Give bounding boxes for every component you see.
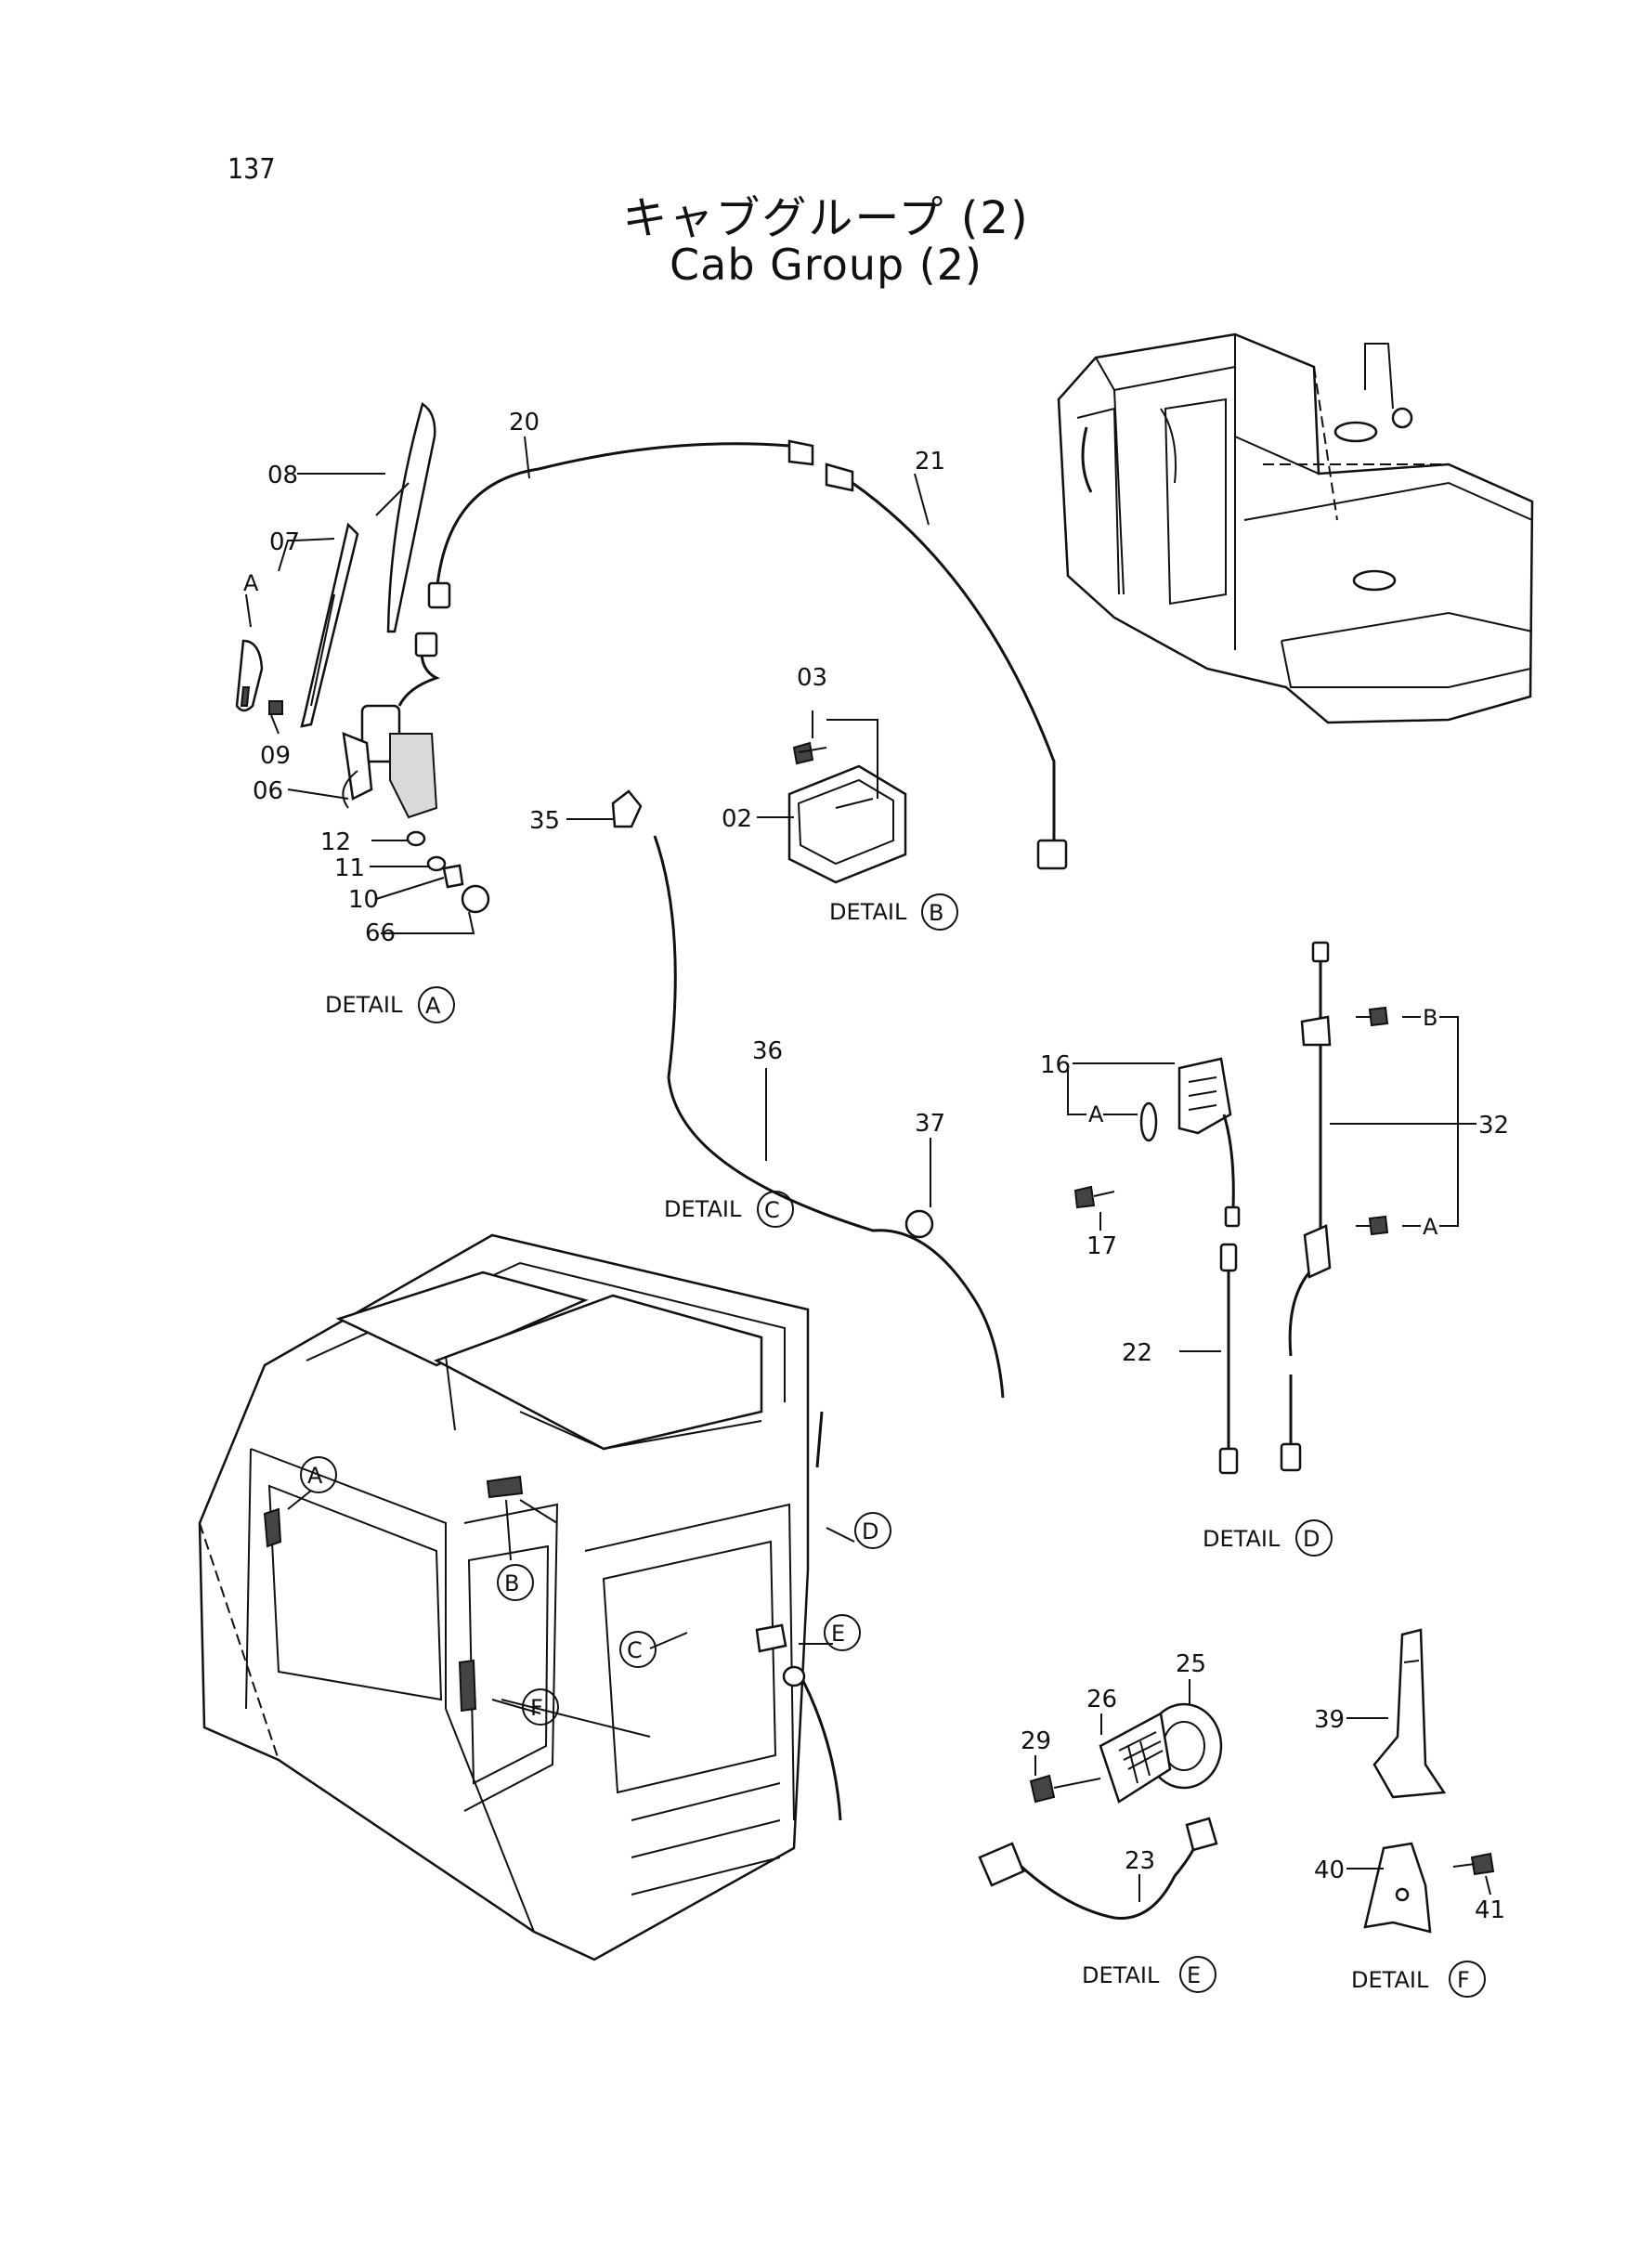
- ref-letter-a-lamp: A: [1088, 1101, 1104, 1127]
- part-number-23: 23: [1125, 1847, 1155, 1875]
- part-number-02: 02: [722, 805, 752, 833]
- detail-f-label: DETAIL: [1351, 1967, 1429, 1993]
- part-number-21: 21: [915, 448, 945, 476]
- part-number-08: 08: [267, 462, 298, 489]
- part-number-11: 11: [334, 854, 365, 882]
- detail-b-dome-light: [757, 710, 907, 884]
- part-number-41: 41: [1475, 1896, 1505, 1924]
- detail-b-letter: B: [929, 900, 943, 926]
- page-title-japanese: キャブグループ (2): [622, 192, 1030, 244]
- part-number-22: 22: [1122, 1339, 1152, 1367]
- part-number-20: 20: [509, 409, 540, 436]
- part-number-25: 25: [1176, 1650, 1206, 1678]
- detail-e-label: DETAIL: [1082, 1962, 1160, 1988]
- detail-d-label: DETAIL: [1203, 1526, 1281, 1552]
- excavator-overview-illustration: [1057, 332, 1534, 724]
- part-number-36: 36: [752, 1037, 783, 1065]
- ref-letter-a: A: [243, 570, 259, 596]
- part-number-66: 66: [365, 919, 396, 947]
- part-number-37: 37: [915, 1110, 945, 1138]
- detail-f-letter: F: [1457, 1967, 1470, 1993]
- ref-letter-b: B: [1423, 1005, 1437, 1031]
- detail-f-door-handle: [1346, 1628, 1495, 1934]
- detail-c-letter: C: [764, 1197, 780, 1223]
- ref-letter-a-antenna: A: [1423, 1214, 1438, 1240]
- part-number-40: 40: [1314, 1857, 1345, 1884]
- detail-a-label: DETAIL: [325, 992, 403, 1018]
- cab-marker-d: D: [862, 1518, 878, 1544]
- part-number-26: 26: [1086, 1686, 1117, 1713]
- cab-marker-a: A: [307, 1463, 323, 1489]
- detail-b-label: DETAIL: [829, 899, 907, 925]
- detail-d-radio-antenna-and-lamp: [1067, 941, 1476, 1475]
- part-number-35: 35: [529, 807, 560, 835]
- detail-e-speaker: [978, 1679, 1223, 1920]
- part-number-39: 39: [1314, 1706, 1345, 1734]
- part-number-29: 29: [1021, 1727, 1051, 1755]
- detail-a-letter: A: [425, 993, 441, 1019]
- part-number-09: 09: [260, 742, 291, 770]
- detail-c-antenna-cable: [566, 789, 1005, 1399]
- part-number-07: 07: [269, 528, 300, 556]
- cab-marker-e: E: [831, 1621, 845, 1647]
- part-number-17: 17: [1086, 1232, 1117, 1260]
- part-number-16: 16: [1040, 1051, 1071, 1079]
- cab-marker-f: F: [530, 1695, 543, 1721]
- page-number: 137: [228, 153, 276, 186]
- page-title-english: Cab Group (2): [670, 240, 982, 290]
- detail-c-label: DETAIL: [664, 1196, 742, 1222]
- cab-overview-illustration: [198, 1233, 855, 1961]
- cab-marker-b: B: [504, 1570, 519, 1596]
- detail-d-letter: D: [1303, 1526, 1320, 1552]
- part-number-32: 32: [1478, 1112, 1509, 1140]
- part-number-03: 03: [797, 664, 827, 692]
- part-number-06: 06: [253, 777, 283, 805]
- part-number-10: 10: [348, 886, 379, 914]
- part-number-12: 12: [320, 828, 351, 856]
- detail-a-wiper-assembly: [235, 402, 1068, 934]
- cab-marker-c: C: [627, 1637, 643, 1663]
- detail-e-letter: E: [1187, 1962, 1201, 1988]
